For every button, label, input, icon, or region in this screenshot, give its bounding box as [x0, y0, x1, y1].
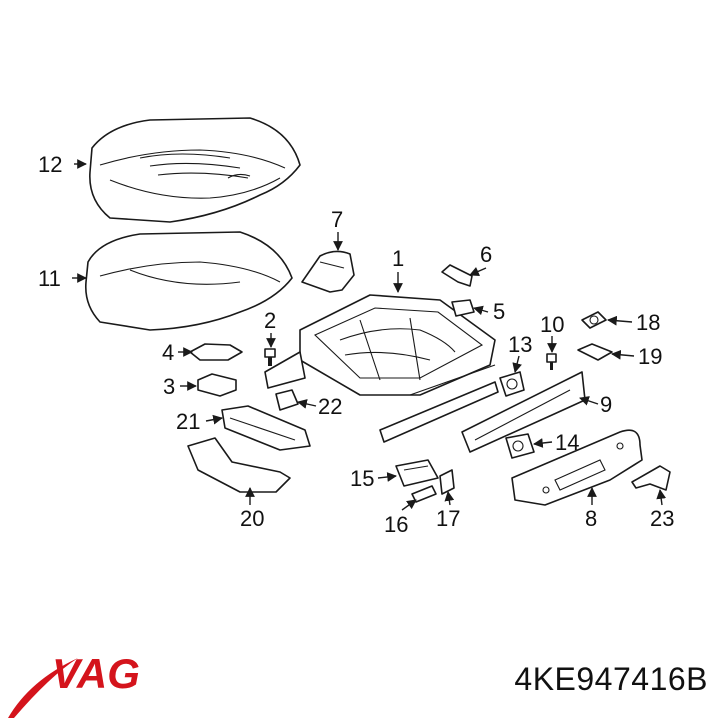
part-19-bracket — [577, 343, 613, 361]
leader-lines — [72, 159, 667, 511]
callout-23: 23 — [650, 506, 674, 531]
part-number: 4KE947416B — [514, 661, 708, 697]
part-2-screw — [264, 348, 276, 366]
part-22-bracket — [275, 389, 299, 411]
callout-12: 12 — [38, 152, 62, 177]
part-20-trim — [187, 437, 291, 493]
vag-logo: VAG — [8, 650, 140, 718]
part-18-bracket — [581, 311, 607, 329]
part-5-switch — [451, 299, 475, 317]
part-21-panel — [221, 405, 311, 451]
part-4-bracket — [189, 343, 243, 361]
part-16-knob — [411, 485, 437, 503]
callout-2: 2 — [264, 308, 276, 333]
callout-17: 17 — [436, 506, 460, 531]
part-17-button — [439, 469, 455, 495]
callout-9: 9 — [600, 392, 612, 417]
part-12-seat-cover — [89, 117, 301, 223]
callout-20: 20 — [240, 506, 264, 531]
callout-numbers: 12 11 7 1 6 5 2 4 3 22 21 20 13 10 18 19… — [38, 152, 674, 537]
part-1-seat-frame — [264, 294, 499, 443]
part-11-seat-cushion — [84, 231, 293, 331]
callout-4: 4 — [162, 340, 174, 365]
part-23-trim — [631, 465, 671, 491]
callout-8: 8 — [585, 506, 597, 531]
part-7-cover — [301, 250, 355, 293]
callout-11: 11 — [38, 266, 61, 291]
part-15-switch — [395, 459, 439, 487]
callout-15: 15 — [350, 466, 374, 491]
part-14-motor — [505, 433, 535, 459]
callout-14: 14 — [555, 430, 579, 455]
callout-3: 3 — [163, 374, 175, 399]
logo-swoosh — [8, 658, 78, 718]
part-6-clip — [441, 264, 473, 287]
part-13-motor — [499, 371, 525, 397]
callout-18: 18 — [636, 310, 660, 335]
callout-21: 21 — [176, 409, 200, 434]
callout-6: 6 — [480, 242, 492, 267]
callout-16: 16 — [384, 512, 408, 537]
callout-5: 5 — [493, 299, 505, 324]
callout-22: 22 — [318, 394, 342, 419]
callout-10: 10 — [540, 312, 564, 337]
part-10-screw — [546, 353, 557, 370]
logo-text: VAG — [52, 650, 140, 697]
callout-1: 1 — [392, 246, 404, 271]
part-3-module — [197, 373, 237, 397]
callout-13: 13 — [508, 332, 532, 357]
callout-7: 7 — [331, 207, 343, 232]
callout-19: 19 — [638, 344, 662, 369]
